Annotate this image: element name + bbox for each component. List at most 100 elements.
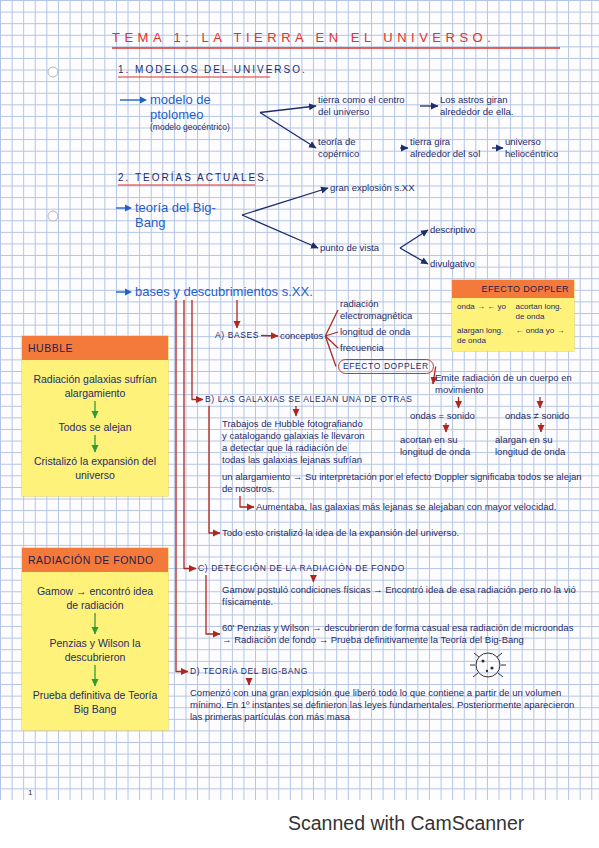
bullet-arrow [140, 97, 147, 104]
doodle-dot [490, 666, 493, 669]
summary-box: RADIACIÓN DE FONDOGamow → encontró idea … [22, 548, 168, 730]
bullet-arrow [125, 289, 132, 296]
connector-arrow [236, 300, 237, 328]
note-text: acortan en su longitud de onda [400, 434, 486, 458]
note-text: modelo de ptolomeo [150, 92, 258, 122]
topic-text: modelo de ptolomeo(modelo geocéntrico) [150, 92, 258, 133]
note-text: Aumentaba, las galaxias más lejanas se a… [256, 501, 582, 513]
connector-arrow [420, 105, 438, 106]
note-text: EFECTO DOPPLER [343, 361, 429, 372]
note-text: Emite radiación de un cuerpo en movimien… [435, 372, 575, 396]
box-heading: HUBBLE [22, 336, 168, 360]
note-text: tierra como el centro del universo [318, 94, 418, 118]
heading-underline [118, 184, 255, 185]
note-text: divulgativo [430, 258, 500, 270]
topic-text: bases y descubrimientos s.XX. [135, 284, 335, 299]
note-text: Penzias y Wilson la descubrieron [30, 636, 160, 664]
note-text: ondas ≠ sonido [505, 410, 577, 422]
connector-arrow [209, 406, 220, 533]
note-text: tierra gira alrededor del sol [410, 136, 490, 160]
connector-arrow [184, 300, 196, 569]
note-text: tierra como el centro del universo [318, 94, 418, 118]
note-text: 60' Penzias y Wilson → descubrieron de f… [222, 622, 582, 646]
doodle-dot [481, 659, 484, 662]
watermark: Scanned with CamScanner [288, 811, 524, 835]
note-text: punto de vista [320, 242, 398, 254]
connector-arrow [94, 665, 95, 686]
connector-arrow [433, 367, 436, 385]
circled-term: EFECTO DOPPLER [338, 359, 434, 374]
connector-arrow [325, 336, 338, 348]
connector-arrow [260, 106, 316, 113]
note-text: B) LAS GALAXIAS SE ALEJAN UNA DE OTRAS [205, 394, 413, 405]
connector-arrow [248, 678, 249, 685]
connector-arrow [192, 300, 203, 400]
note-text: alargan long. de onda [457, 326, 511, 346]
connector-arrow [242, 215, 318, 248]
note-text: Radiación galaxias sufrían alargamiento [30, 372, 160, 400]
section-heading: 2. TEORÍAS ACTUALES. [118, 171, 271, 184]
note-text: ondas ≠ sonido [505, 410, 577, 422]
note-text: acortan en su longitud de onda [400, 434, 486, 458]
note-text: Cristalizó la expansión del universo [30, 454, 160, 482]
note-text: descriptivo [430, 224, 500, 236]
connector-arrow [261, 335, 278, 337]
note-text: un alargamiento → Su interpretación por … [222, 471, 582, 495]
note-text: ← onda yo → [516, 326, 570, 346]
section-letter: A) BASES [215, 330, 259, 341]
note-text: Todos se alejan [30, 420, 160, 434]
topic-text: teoría del Big-Bang [135, 200, 240, 230]
note-text: A) BASES [215, 330, 259, 341]
page-number: 1 [28, 788, 32, 798]
note-text: gran explosión s.XX [330, 182, 460, 194]
note-text: alargan en su longitud de onda [495, 434, 581, 458]
connector-arrow [539, 397, 540, 408]
universe-doodle [470, 653, 506, 677]
bullet-arrow [125, 205, 132, 212]
note-text: un alargamiento → Su interpretación por … [222, 471, 582, 495]
binder-hole [48, 211, 58, 221]
label-holder: 1 [28, 788, 32, 798]
note-text: gran explosión s.XX [330, 182, 460, 194]
note-text: radiación electromagnética [340, 298, 448, 322]
note-text: longitud de onda [340, 326, 410, 338]
note-text: teoría del Big-Bang [135, 200, 240, 230]
note-text: onda → ← yo [457, 302, 511, 322]
connector-arrow [242, 188, 328, 215]
note-text: radiación electromagnética [340, 298, 448, 322]
connector-arrow [176, 300, 188, 672]
label-holder: 1. MODELOS DEL UNIVERSO. [118, 63, 307, 76]
note-text: divulgativo [430, 258, 500, 270]
note-text: Gamow postuló condiciones físicas → Enco… [222, 584, 582, 608]
connector-arrow [206, 575, 220, 634]
note-text: bases y descubrimientos s.XX. [135, 284, 335, 299]
note-text: Comenzó con una gran explosión que liber… [190, 687, 582, 723]
note-text: tierra gira alrededor del sol [410, 136, 490, 160]
note-text: teoría de copérnico [318, 136, 398, 160]
note-text: teoría de copérnico [318, 136, 398, 160]
doodle-circle [476, 653, 500, 677]
connector-arrow [540, 423, 541, 432]
box-body-grid: onda → ← yoacortan long. de ondaalargan … [452, 298, 574, 351]
note-text: conceptos [280, 330, 323, 342]
note-text: Penzias y Wilson la descubrieron [30, 636, 160, 664]
connector-arrow [458, 397, 459, 408]
note-text: C) DETECCIÓN DE LA RADIACIÓN DE FONDO [198, 563, 405, 574]
connector-arrow [400, 147, 408, 148]
note-text: punto de vista [320, 242, 398, 254]
label-holder: 2. TEORÍAS ACTUALES. [118, 171, 271, 184]
connector-arrow [240, 496, 254, 507]
connector-arrow [313, 575, 314, 582]
connector-arrow [94, 613, 95, 634]
note-text: Emite radiación de un cuerpo en movimien… [435, 372, 575, 396]
note-text: Todos se alejan [30, 420, 160, 434]
note-text: 60' Penzias y Wilson → descubrieron de f… [222, 622, 582, 646]
summary-box: HUBBLE Radiación galaxias sufrían alargam… [22, 336, 168, 496]
note-text: acortan long. de onda [516, 302, 570, 322]
section-letter: C) DETECCIÓN DE LA RADIACIÓN DE FONDO [198, 563, 405, 574]
connector-arrow [325, 336, 336, 367]
note-text: Trabajos de Hubble fotografiando y catal… [222, 418, 370, 466]
note-text: universo heliocéntrico [505, 136, 583, 160]
connector-arrow [260, 113, 316, 149]
